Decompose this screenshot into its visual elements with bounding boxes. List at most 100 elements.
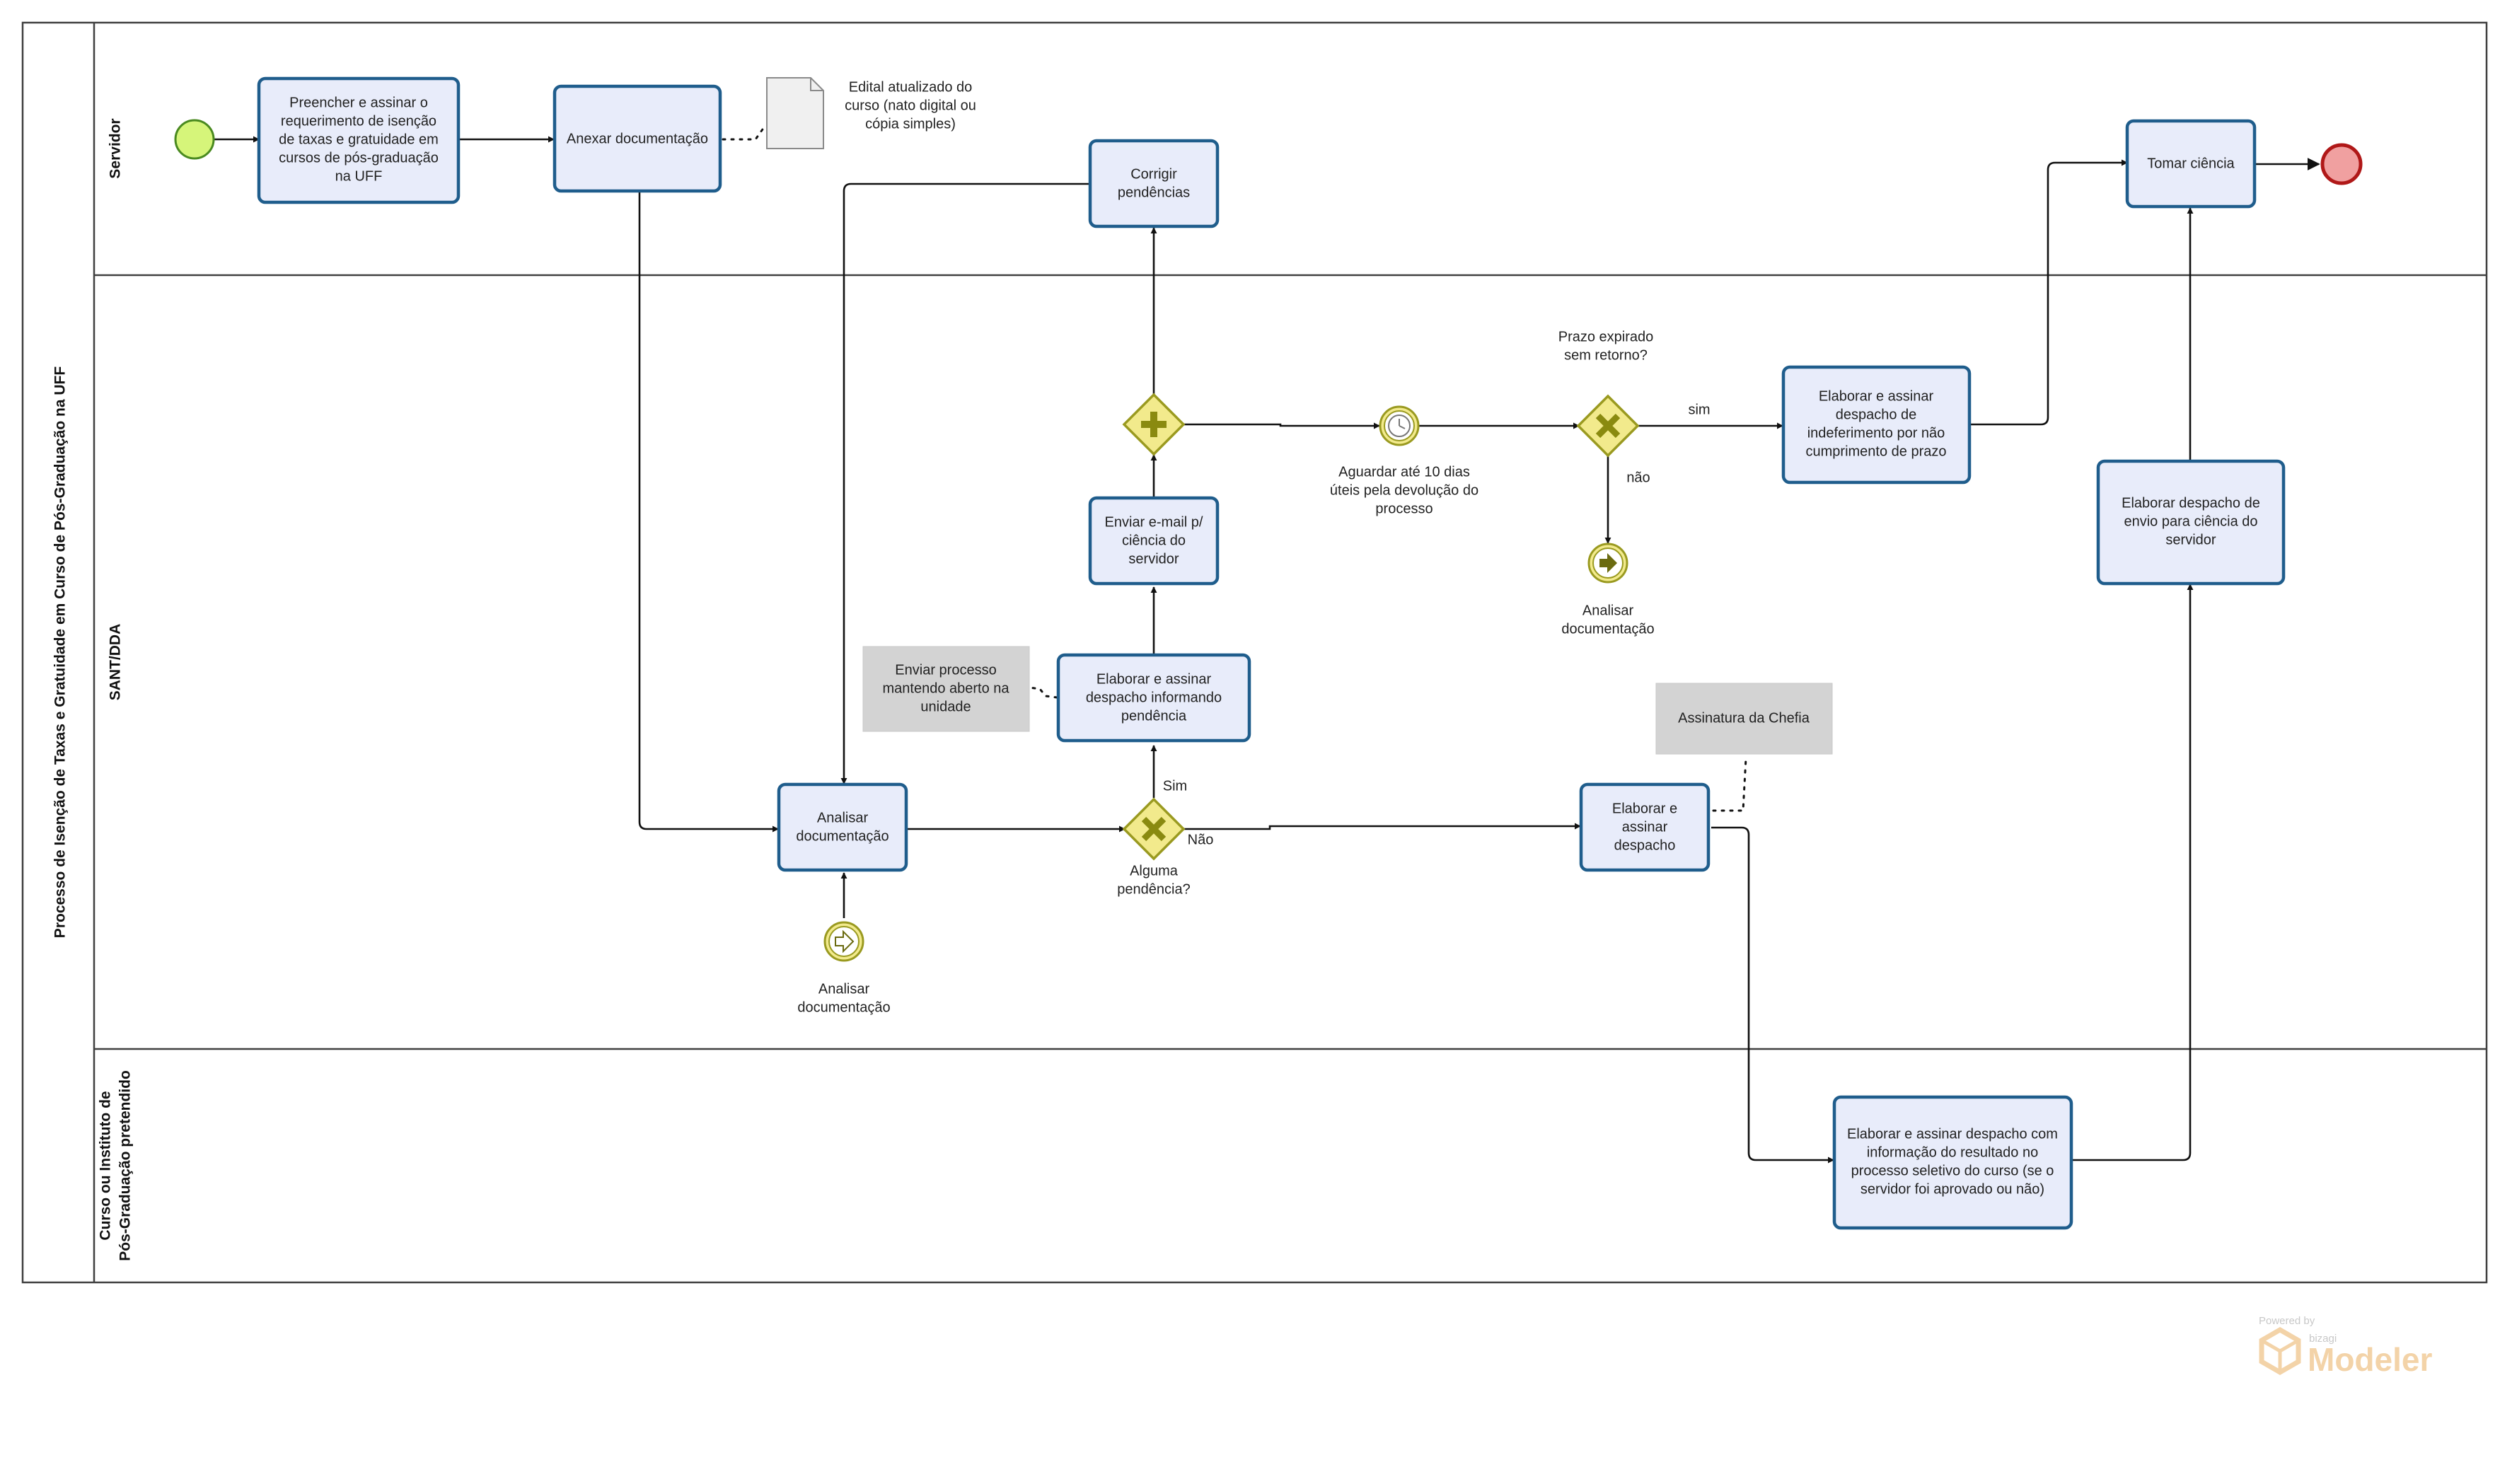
data-object-label: Edital atualizado do curso (nato digital … <box>845 79 976 132</box>
flow-indef-tomar <box>1970 159 2128 426</box>
text-line: Aguardar até 10 dias <box>1338 464 1470 480</box>
start-event <box>174 119 215 160</box>
text-line: Corrigir <box>1130 166 1177 182</box>
text-line: indeferimento por não <box>1807 425 1945 441</box>
text-line: requerimento de isenção <box>281 113 436 129</box>
text-line: cursos de pós-graduação <box>279 150 439 166</box>
text-line: despacho <box>1614 837 1676 853</box>
svg-text:Anexar documentação: Anexar documentação <box>567 131 708 146</box>
text-line: Enviar processo <box>895 662 996 678</box>
text-line: mantendo aberto na <box>882 680 1009 696</box>
text-line: de taxas e gratuidade em <box>279 132 439 147</box>
exclusive-gateway-pendencia-icon <box>1122 797 1186 861</box>
text-line: Elaborar despacho de <box>2122 495 2260 511</box>
text-line: despacho informando <box>1086 690 1222 705</box>
text-line: documentação <box>797 999 890 1015</box>
task-corrigir[interactable]: Corrigir pendências <box>1088 139 1220 228</box>
text-line: Assinatura da Chefia <box>1678 710 1810 726</box>
text-line: servidor <box>1128 551 1179 567</box>
text-line: pendências <box>1118 185 1190 200</box>
lane-title-sant: SANT/DDA <box>108 624 124 701</box>
text-line: na UFF <box>335 168 383 184</box>
task-elaborar-despacho[interactable]: Elaborar e assinar despacho <box>1579 782 1711 872</box>
text-line: processo <box>1375 501 1433 516</box>
svg-text:Assinatura da Chefia: Assinatura da Chefia <box>1678 710 1810 726</box>
flow-parallel-timer <box>1183 422 1380 429</box>
text-line: envio para ciência do <box>2124 514 2257 529</box>
text-line: documentação <box>796 828 889 844</box>
svg-text:Elaborar e assinar despacho co: Elaborar e assinar despacho com informaçã… <box>1847 1126 2058 1197</box>
bizagi-modeler-logo: Powered by bizagi Modeler <box>2259 1315 2432 1378</box>
task-envio-ciencia[interactable]: Elaborar despacho de envio para ciência d… <box>2096 459 2286 586</box>
text-line: Elaborar e assinar <box>1819 388 1934 404</box>
svg-text:Powered by: Powered by <box>2259 1315 2315 1327</box>
text-line: Enviar e-mail p/ <box>1105 514 1203 530</box>
svg-text:Tomar ciência: Tomar ciência <box>2147 156 2235 171</box>
label-sim-cap: Sim <box>1163 778 1187 794</box>
text-line: Edital atualizado do <box>849 79 973 95</box>
text-line: informação do resultado no <box>1867 1144 2038 1160</box>
label-nao-cap: Não <box>1188 832 1214 847</box>
flow-corrigir-analisar <box>840 182 1089 784</box>
text-line: Elaborar e assinar <box>1096 671 1212 687</box>
assoc-pend-annotation <box>1028 686 1058 699</box>
text-line: Anexar documentação <box>567 131 708 146</box>
text-line: despacho de <box>1836 407 1917 422</box>
assoc-desp-annotation <box>1712 757 1747 812</box>
task-indeferimento[interactable]: Elaborar e assinar despacho de indeferimen… <box>1781 365 1972 485</box>
task-analisar[interactable]: Analisar documentação <box>777 782 908 872</box>
text-line: unidade <box>920 699 971 714</box>
task-enviar-email[interactable]: Enviar e-mail p/ciência do servidor <box>1088 496 1220 586</box>
exclusive-gateway-icon <box>1576 394 1640 458</box>
flow-desp-resultado <box>1711 826 1834 1164</box>
end-event <box>2320 143 2363 185</box>
text-line: cumprimento de prazo <box>1806 444 1947 459</box>
text-line: Analisar <box>817 810 869 825</box>
label-nao-lower: não <box>1626 470 1650 485</box>
task-anexar[interactable]: Anexar documentação <box>552 84 722 193</box>
parallel-gateway-icon <box>1122 393 1186 456</box>
text-line: pendência? <box>1117 881 1190 897</box>
associations <box>722 126 1747 812</box>
text-line: Elaborar e <box>1612 801 1677 816</box>
task-resultado[interactable]: Elaborar e assinar despacho com informaçã… <box>1832 1095 2073 1230</box>
link-catch-icon <box>823 921 864 962</box>
svg-text:bizagi: bizagi <box>2309 1333 2337 1345</box>
svg-text:Modeler: Modeler <box>2308 1341 2432 1378</box>
link-catch-label: Analisar documentação <box>797 981 890 1015</box>
text-line: Alguma <box>1130 863 1179 879</box>
lane-title-curso: Curso ou Instituto de Pós-Graduação pret… <box>98 1070 134 1261</box>
link-event-icon <box>1587 543 1628 584</box>
task-tomar-ciencia[interactable]: Tomar ciência <box>2125 119 2257 209</box>
text-line: cópia simples) <box>865 116 956 132</box>
text-line: úteis pela devolução do <box>1330 482 1478 498</box>
text-line: Elaborar e assinar despacho com <box>1847 1126 2058 1142</box>
timer-label: Aguardar até 10 dias úteis pela devolução… <box>1330 464 1478 516</box>
text-line: assinar <box>1622 819 1668 835</box>
flow-gateway-nao <box>1183 823 1581 830</box>
sequence-flows <box>214 136 2320 1164</box>
task-elaborar-pendencia[interactable]: Elaborar e assinar despacho informando pen… <box>1056 653 1251 743</box>
text-line: pendência <box>1121 708 1187 724</box>
timer-icon <box>1379 405 1420 446</box>
text-line: servidor foi aprovado ou não) <box>1860 1181 2044 1197</box>
text-line: ciência do <box>1122 533 1186 548</box>
text-line: Analisar <box>818 981 870 997</box>
text-line: curso (nato digital ou <box>845 98 976 113</box>
text-line: Analisar <box>1582 603 1634 618</box>
label-sim-lower: sim <box>1688 402 1710 417</box>
gateway-pendencia-label: Alguma pendência? <box>1117 863 1190 897</box>
pool-title: Processo de Isenção de Taxas e Gratuidad… <box>52 366 69 939</box>
